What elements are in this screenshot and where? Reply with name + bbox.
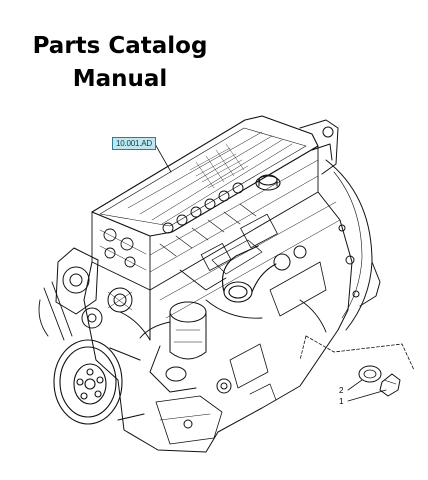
rear-bracket (299, 119, 339, 175)
engine-hoses (119, 299, 327, 341)
oil-pan (117, 329, 339, 453)
cylinder-head (91, 145, 319, 291)
title-line-1: Parts Catalog (32, 33, 208, 59)
reference-leader-line (154, 143, 172, 173)
exhaust-elbow (211, 239, 277, 303)
drain-plug-detail (299, 335, 415, 402)
reference-code-label: 10.001.AD (112, 137, 156, 150)
engine-block (83, 191, 353, 381)
callout-number-2: 2 (339, 386, 344, 395)
crankshaft-damper (53, 339, 145, 425)
front-accessories (38, 247, 133, 341)
title-line-2: Manual (72, 66, 168, 92)
valve-cover (91, 115, 319, 237)
document-title: Parts Catalog Manual (0, 30, 240, 96)
flywheel-housing (325, 159, 381, 331)
callout-number-1: 1 (339, 397, 344, 406)
water-pump (149, 301, 207, 393)
